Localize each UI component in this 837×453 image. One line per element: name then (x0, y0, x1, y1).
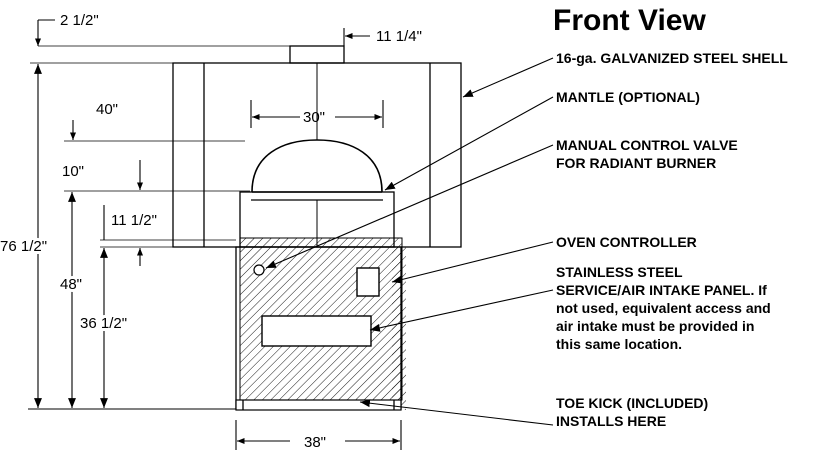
dim-label-11-25: 11 1/4" (376, 28, 422, 45)
manual-control-valve (253, 264, 265, 276)
dim-label-76-5: 76 1/2" (0, 238, 47, 255)
callout-shell: 16-ga. GALVANIZED STEEL SHELL (556, 50, 788, 66)
leader-lines (265, 57, 554, 426)
oven-drawing (172, 45, 462, 411)
access-opening (261, 315, 372, 347)
toe-kick (235, 399, 402, 411)
dim-label-40: 40" (96, 101, 118, 118)
dim-label-10: 10" (62, 163, 84, 180)
callout-panel-line-2: SERVICE/AIR INTAKE PANEL. If (556, 282, 767, 298)
dim-label-48: 48" (60, 276, 82, 293)
callout-panel-line-4: air intake must be provided in (556, 318, 754, 334)
callout-panel-line-3: not used, equivalent access and (556, 300, 771, 316)
dim-label-38: 38" (304, 434, 326, 451)
flue-collar (289, 45, 345, 64)
oven-controller (356, 267, 380, 297)
dim-label-2-5: 2 1/2" (60, 12, 99, 29)
dimension-lines (28, 19, 402, 450)
callout-panel-line-1: STAINLESS STEEL (556, 264, 683, 280)
dim-label-11-5: 11 1/2" (111, 212, 157, 229)
oven-dome (251, 139, 383, 193)
callout-valve-line-1: MANUAL CONTROL VALVE (556, 137, 738, 153)
callout-mantle: MANTLE (OPTIONAL) (556, 89, 700, 105)
page-title: Front View (553, 4, 706, 37)
callout-toe-kick-line-2: INSTALLS HERE (556, 413, 666, 429)
callout-toe-kick-line-1: TOE KICK (INCLUDED) (556, 395, 708, 411)
callout-valve-line-2: FOR RADIANT BURNER (556, 155, 716, 171)
dim-label-36-5: 36 1/2" (80, 315, 127, 332)
dim-label-30: 30" (303, 109, 325, 126)
callout-controller: OVEN CONTROLLER (556, 234, 697, 250)
callout-panel-line-5: this same location. (556, 336, 682, 352)
